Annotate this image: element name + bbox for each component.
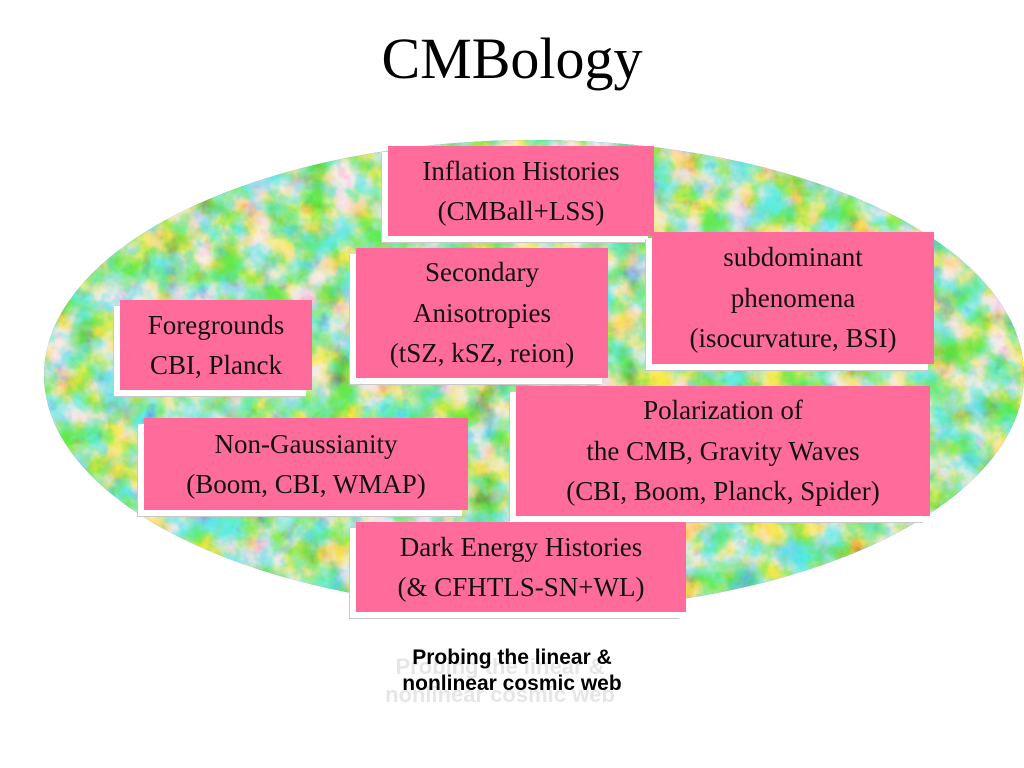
box-line: (& CFHTLS-SN+WL) [397, 572, 645, 602]
dark-energy-box: Dark Energy Histories (& CFHTLS-SN+WL) [356, 522, 686, 612]
caption-line: nonlinear cosmic web [402, 672, 622, 696]
caption-shadow-line: nonlinear cosmic web [385, 681, 615, 707]
caption-shadow-line: Probing the linear & [395, 654, 605, 679]
box-line: CBI, Planck [150, 350, 282, 380]
secondary-anisotropies-box: Secondary Anisotropies (tSZ, kSZ, reion) [356, 248, 608, 378]
box-line: (isocurvature, BSI) [689, 323, 897, 354]
box-line: Dark Energy Histories [399, 531, 643, 562]
caption: Probing the linear & nonlinear cosmic we… [0, 645, 1024, 698]
box-line: (CBI, Boom, Planck, Spider) [566, 476, 880, 507]
box-line: (CMBall+LSS) [437, 196, 605, 226]
polarization-box: Polarization of the CMB, Gravity Waves (… [516, 386, 930, 516]
subdominant-phenomena-box: subdominant phenomena (isocurvature, BSI… [652, 232, 934, 364]
box-line: Foregrounds [147, 309, 285, 340]
box-line: (Boom, CBI, WMAP) [186, 469, 426, 499]
box-line: Polarization of [643, 395, 803, 426]
box-line: phenomena [730, 282, 856, 313]
box-line: Non-Gaussianity [214, 428, 398, 459]
foregrounds-box: Foregrounds CBI, Planck [120, 300, 312, 390]
box-line: (tSZ, kSZ, reion) [389, 338, 575, 369]
caption-shadow: Probing the linear & nonlinear cosmic we… [0, 653, 1012, 708]
box-line: subdominant [723, 242, 863, 273]
box-line: Secondary [425, 257, 539, 288]
page-title: CMBology [381, 26, 643, 91]
caption-line: Probing the linear & [412, 646, 612, 669]
box-line: Anisotropies [413, 297, 551, 328]
box-line: the CMB, Gravity Waves [586, 435, 860, 466]
inflation-histories-box: Inflation Histories (CMBall+LSS) [388, 146, 654, 236]
box-line: Inflation Histories [422, 155, 620, 186]
non-gaussianity-box: Non-Gaussianity (Boom, CBI, WMAP) [144, 418, 468, 510]
